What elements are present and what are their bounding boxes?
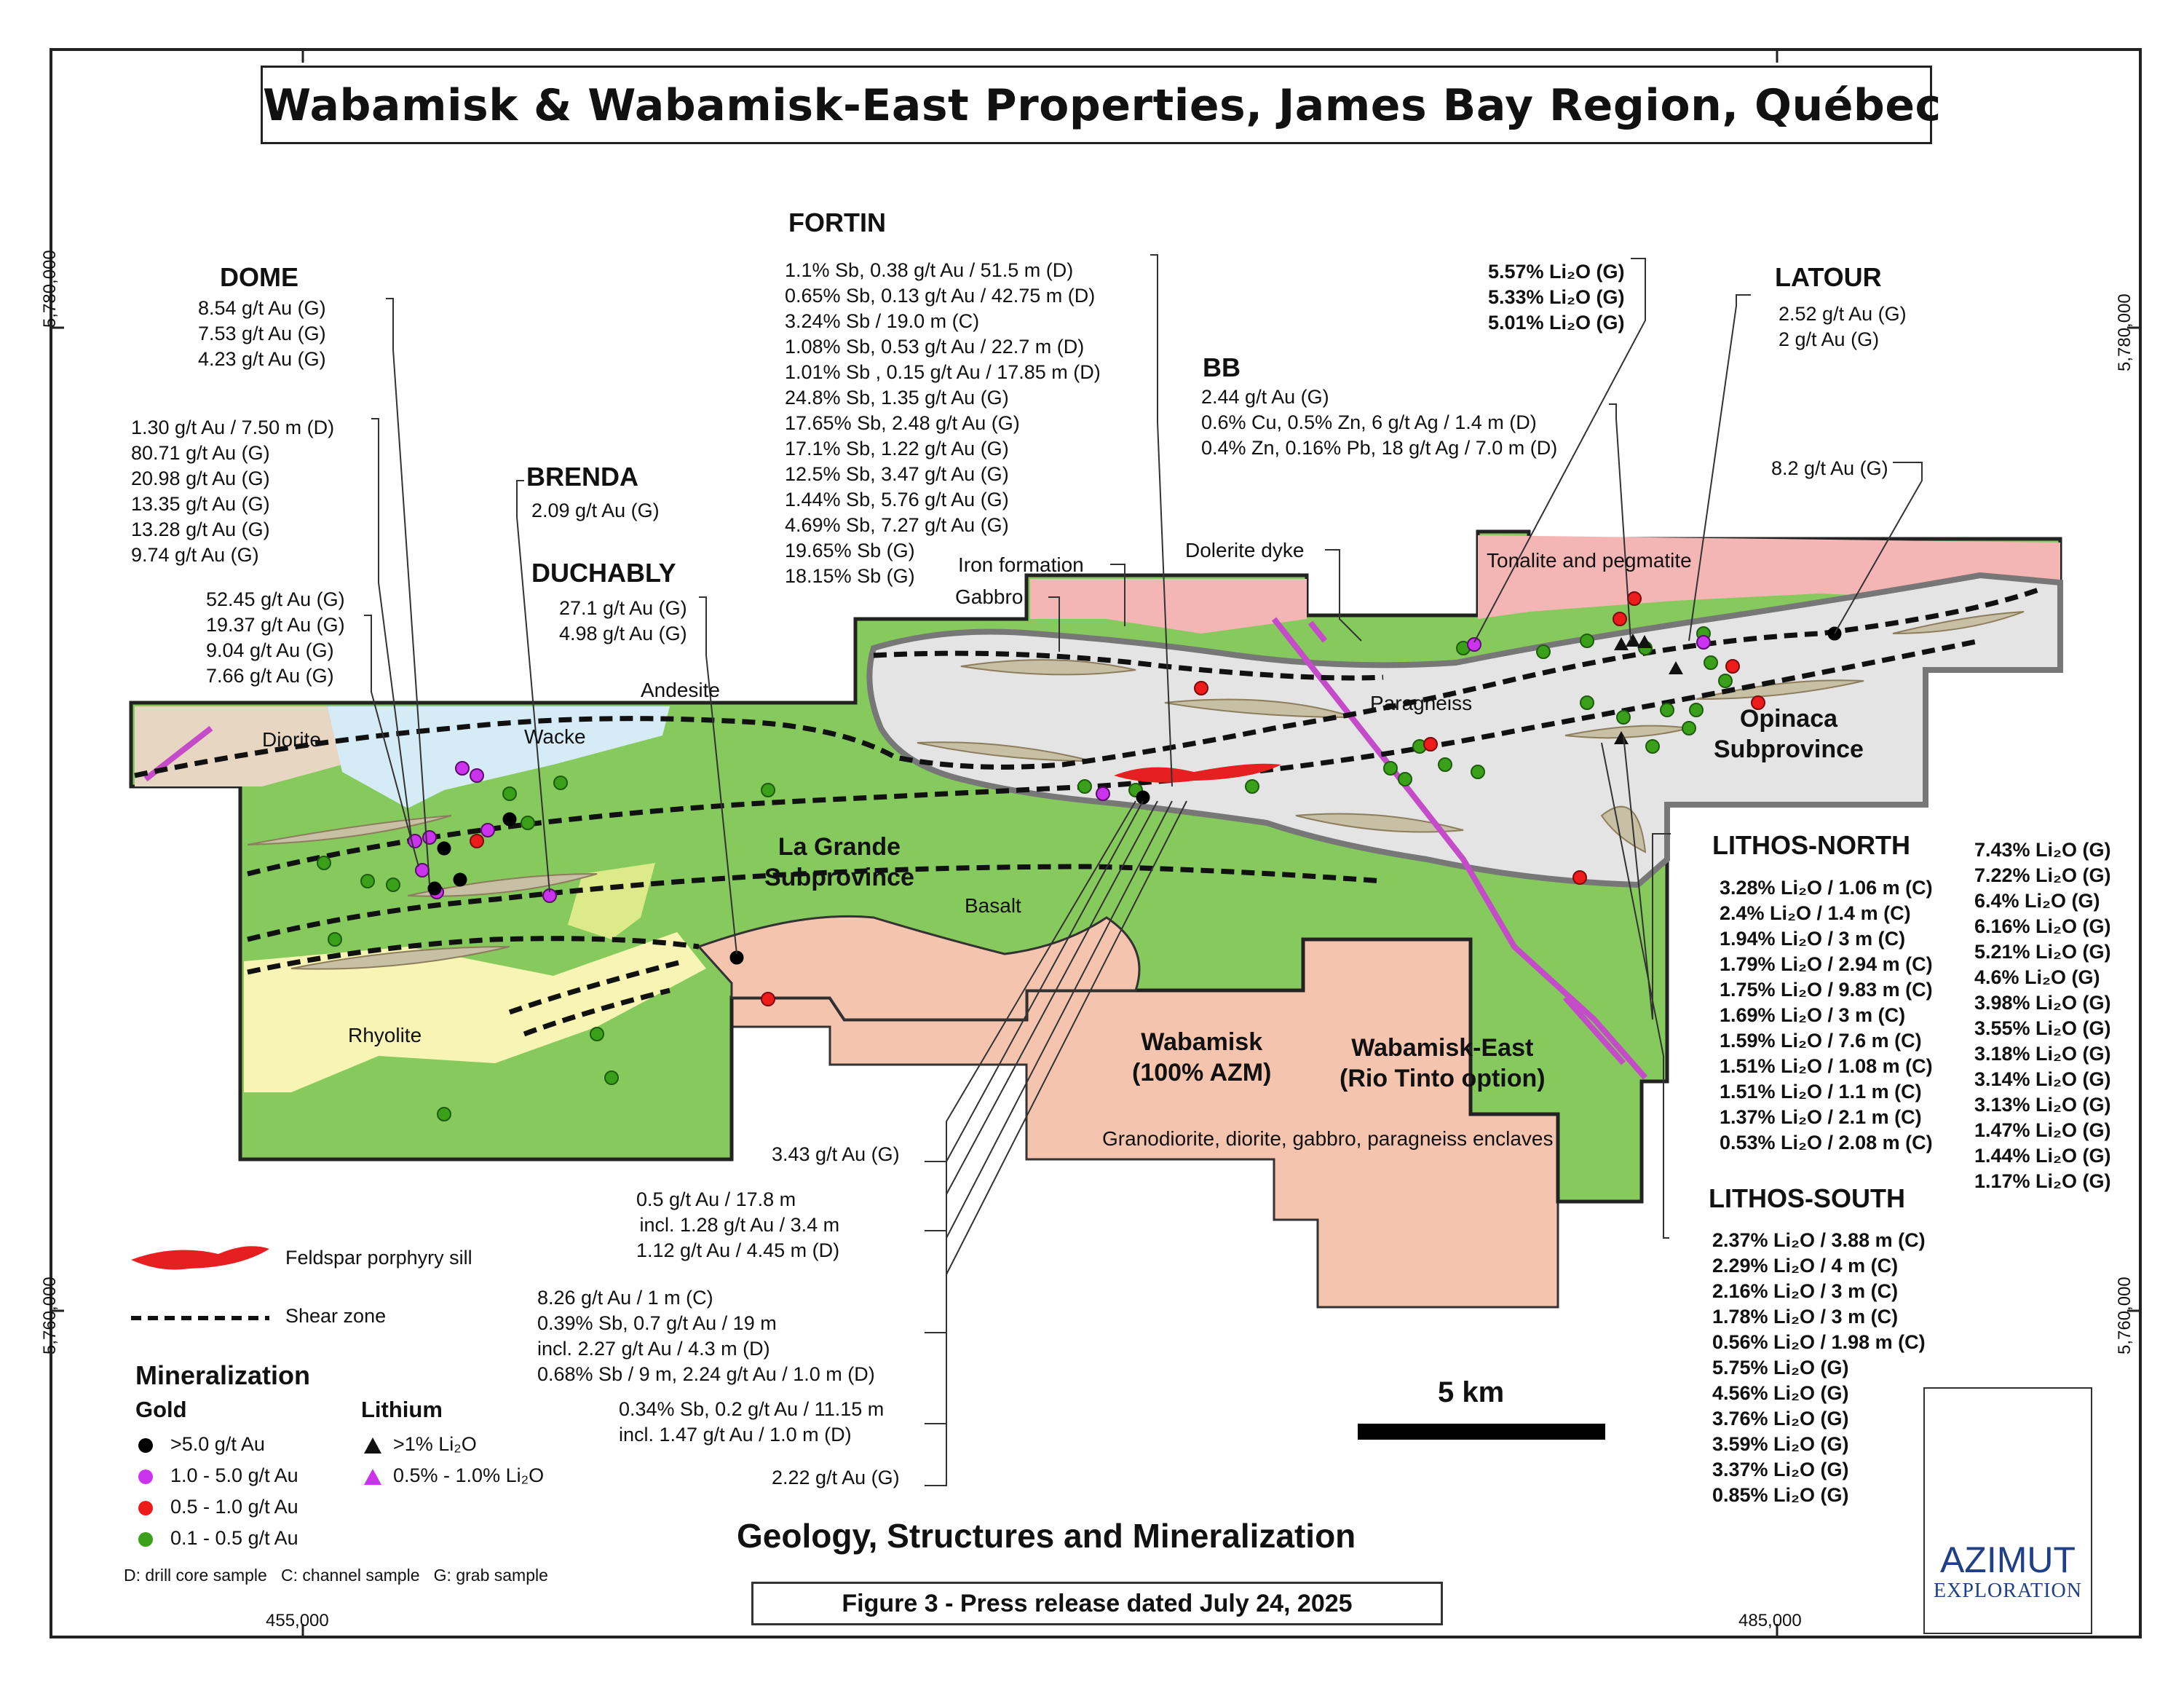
legend-lithium-high-symbol bbox=[364, 1437, 381, 1454]
grid-ticks bbox=[51, 50, 2140, 1637]
legend-gold-trace: 0.1 - 0.5 g/t Au bbox=[170, 1527, 298, 1549]
legend-lithium-title: Lithium bbox=[361, 1397, 443, 1422]
gold-low-points bbox=[470, 591, 1765, 1006]
gold-mid-points bbox=[408, 635, 1711, 903]
latour-lithium-values: 5.57% Li₂O (G)5.33% Li₂O (G)5.01% Li₂O (… bbox=[1488, 261, 1625, 334]
fortin-label: FORTIN bbox=[788, 208, 886, 237]
fortin-values: 1.1% Sb, 0.38 g/t Au / 51.5 m (D)0.65% S… bbox=[785, 259, 1101, 587]
duchably-label: DUCHABLY bbox=[531, 558, 676, 588]
northing-top-right: 5,780,000 bbox=[2115, 293, 2134, 371]
granodiorite-lobe bbox=[697, 915, 1141, 1021]
lithos-north-intervals: 3.28% Li₂O / 1.06 m (C)2.4% Li₂O / 1.4 m… bbox=[1720, 877, 1933, 1153]
rhyolite-unit bbox=[244, 932, 706, 1092]
legend-feldspar-label: Feldspar porphyry sill bbox=[285, 1247, 472, 1269]
label-iron-formation: Iron formation bbox=[958, 553, 1084, 576]
legend-sample-types: D: drill core sample C: channel sample G… bbox=[124, 1566, 548, 1585]
legend-gold-low: 0.5 - 1.0 g/t Au bbox=[170, 1496, 298, 1518]
callout-leaders bbox=[364, 254, 1923, 1486]
label-granodiorite: Granodiorite, diorite, gabbro, paragneis… bbox=[1102, 1127, 1554, 1150]
northing-bottom-left: 5,760,000 bbox=[40, 1277, 60, 1354]
legend-gold-trace-dot bbox=[138, 1532, 153, 1547]
northing-bottom-right: 5,760,000 bbox=[2115, 1277, 2134, 1354]
dome-label: DOME bbox=[220, 262, 298, 292]
label-dolerite-dyke: Dolerite dyke bbox=[1185, 539, 1305, 561]
label-la-grande: La Grande Subprovince bbox=[764, 833, 914, 891]
legend-gold-high: >5.0 g/t Au bbox=[170, 1433, 265, 1455]
legend-mineralization-title: Mineralization bbox=[135, 1360, 311, 1390]
northing-top-left: 5,780,000 bbox=[40, 250, 60, 328]
lithos-south-values: 2.37% Li₂O / 3.88 m (C)2.29% Li₂O / 4 m … bbox=[1712, 1229, 1926, 1506]
scale-bar bbox=[1358, 1424, 1605, 1440]
figure-caption: Figure 3 - Press release dated July 24, … bbox=[751, 1582, 1443, 1625]
latour-gold-values: 2.52 g/t Au (G)2 g/t Au (G) bbox=[1779, 303, 1907, 350]
bb-label: BB bbox=[1203, 352, 1241, 382]
lithos-north-label: LITHOS-NORTH bbox=[1712, 830, 1910, 860]
label-opinaca: Opinaca Subprovince bbox=[1714, 705, 1864, 763]
label-gabbro: Gabbro bbox=[955, 585, 1024, 608]
wacke-unit bbox=[328, 706, 670, 808]
legend-gold-high-dot bbox=[138, 1438, 153, 1453]
dome-group1: 8.54 g/t Au (G)7.53 g/t Au (G)4.23 g/t A… bbox=[198, 297, 326, 370]
legend-sill-swatch bbox=[131, 1246, 269, 1270]
label-rhyolite: Rhyolite bbox=[348, 1024, 422, 1046]
andesite-unit bbox=[568, 863, 655, 939]
map-subtitle: Geology, Structures and Mineralization bbox=[737, 1517, 1356, 1555]
dome-group2: 1.30 g/t Au / 7.50 m (D)80.71 g/t Au (G)… bbox=[131, 417, 335, 566]
legend-lithium-mid-symbol bbox=[364, 1469, 381, 1485]
lithos-north-grabs: 7.43% Li₂O (G)7.22% Li₂O (G)6.4% Li₂O (G… bbox=[1974, 839, 2111, 1192]
iron-formation-lenses bbox=[247, 611, 2025, 970]
legend-lithium-mid: 0.5% - 1.0% Li₂O bbox=[393, 1464, 545, 1486]
bb-values: 2.44 g/t Au (G)0.6% Cu, 0.5% Zn, 6 g/t A… bbox=[1201, 386, 1558, 459]
logo-line2: EXPLORATION bbox=[1934, 1579, 2082, 1602]
label-tonalite: Tonalite and pegmatite bbox=[1487, 549, 1692, 572]
label-diorite: Diorite bbox=[262, 728, 321, 751]
duchably-values: 27.1 g/t Au (G)4.98 g/t Au (G) bbox=[559, 597, 687, 644]
azimut-logo: AZIMUT EXPLORATION bbox=[1923, 1387, 2092, 1634]
label-paragneiss: Paragneiss bbox=[1370, 692, 1473, 714]
south-callout-3: 8.26 g/t Au / 1 m (C)0.39% Sb, 0.7 g/t A… bbox=[537, 1287, 875, 1385]
dome-group3: 52.45 g/t Au (G)19.37 g/t Au (G)9.04 g/t… bbox=[206, 588, 345, 687]
legend-gold-mid-dot bbox=[138, 1470, 153, 1484]
brenda-values: 2.09 g/t Au (G) bbox=[531, 500, 660, 521]
scale-label: 5 km bbox=[1438, 1376, 1505, 1408]
shear-zones bbox=[134, 587, 2040, 1037]
legend-gold-title: Gold bbox=[135, 1397, 187, 1422]
latour-label: LATOUR bbox=[1775, 262, 1882, 292]
feldspar-porphyry-sill bbox=[1114, 763, 1281, 783]
tonalite-unit bbox=[1478, 535, 2060, 670]
south-callout-5: 2.22 g/t Au (G) bbox=[772, 1467, 900, 1488]
map-frame bbox=[50, 48, 2142, 1638]
lithos-south-label: LITHOS-SOUTH bbox=[1709, 1183, 1905, 1213]
label-andesite: Andesite bbox=[641, 679, 720, 701]
easting-left: 455,000 bbox=[266, 1611, 329, 1630]
brenda-label: BRENDA bbox=[526, 462, 639, 492]
legend-gold-mid: 1.0 - 5.0 g/t Au bbox=[170, 1464, 298, 1486]
label-wabamisk-east: Wabamisk-East (Rio Tinto option) bbox=[1340, 1034, 1546, 1092]
logo-line1: AZIMUT bbox=[1939, 1539, 2076, 1580]
legend-gold-low-dot bbox=[138, 1501, 153, 1515]
map-title: Wabamisk & Wabamisk-East Properties, Jam… bbox=[261, 66, 1941, 144]
south-callout-1: 3.43 g/t Au (G) bbox=[772, 1143, 900, 1165]
legend-lithium-high: >1% Li₂O bbox=[393, 1433, 477, 1455]
lithium-high-points bbox=[1614, 634, 1683, 744]
gold-trace-points bbox=[317, 626, 1733, 1121]
label-wacke: Wacke bbox=[524, 725, 586, 748]
label-wabamisk: Wabamisk (100% AZM) bbox=[1132, 1028, 1272, 1086]
easting-right: 485,000 bbox=[1738, 1611, 1802, 1630]
label-basalt: Basalt bbox=[965, 894, 1021, 917]
gold-high-points bbox=[427, 626, 1842, 965]
legend-shear-label: Shear zone bbox=[285, 1305, 387, 1327]
latour-east-value: 8.2 g/t Au (G) bbox=[1771, 457, 1888, 479]
